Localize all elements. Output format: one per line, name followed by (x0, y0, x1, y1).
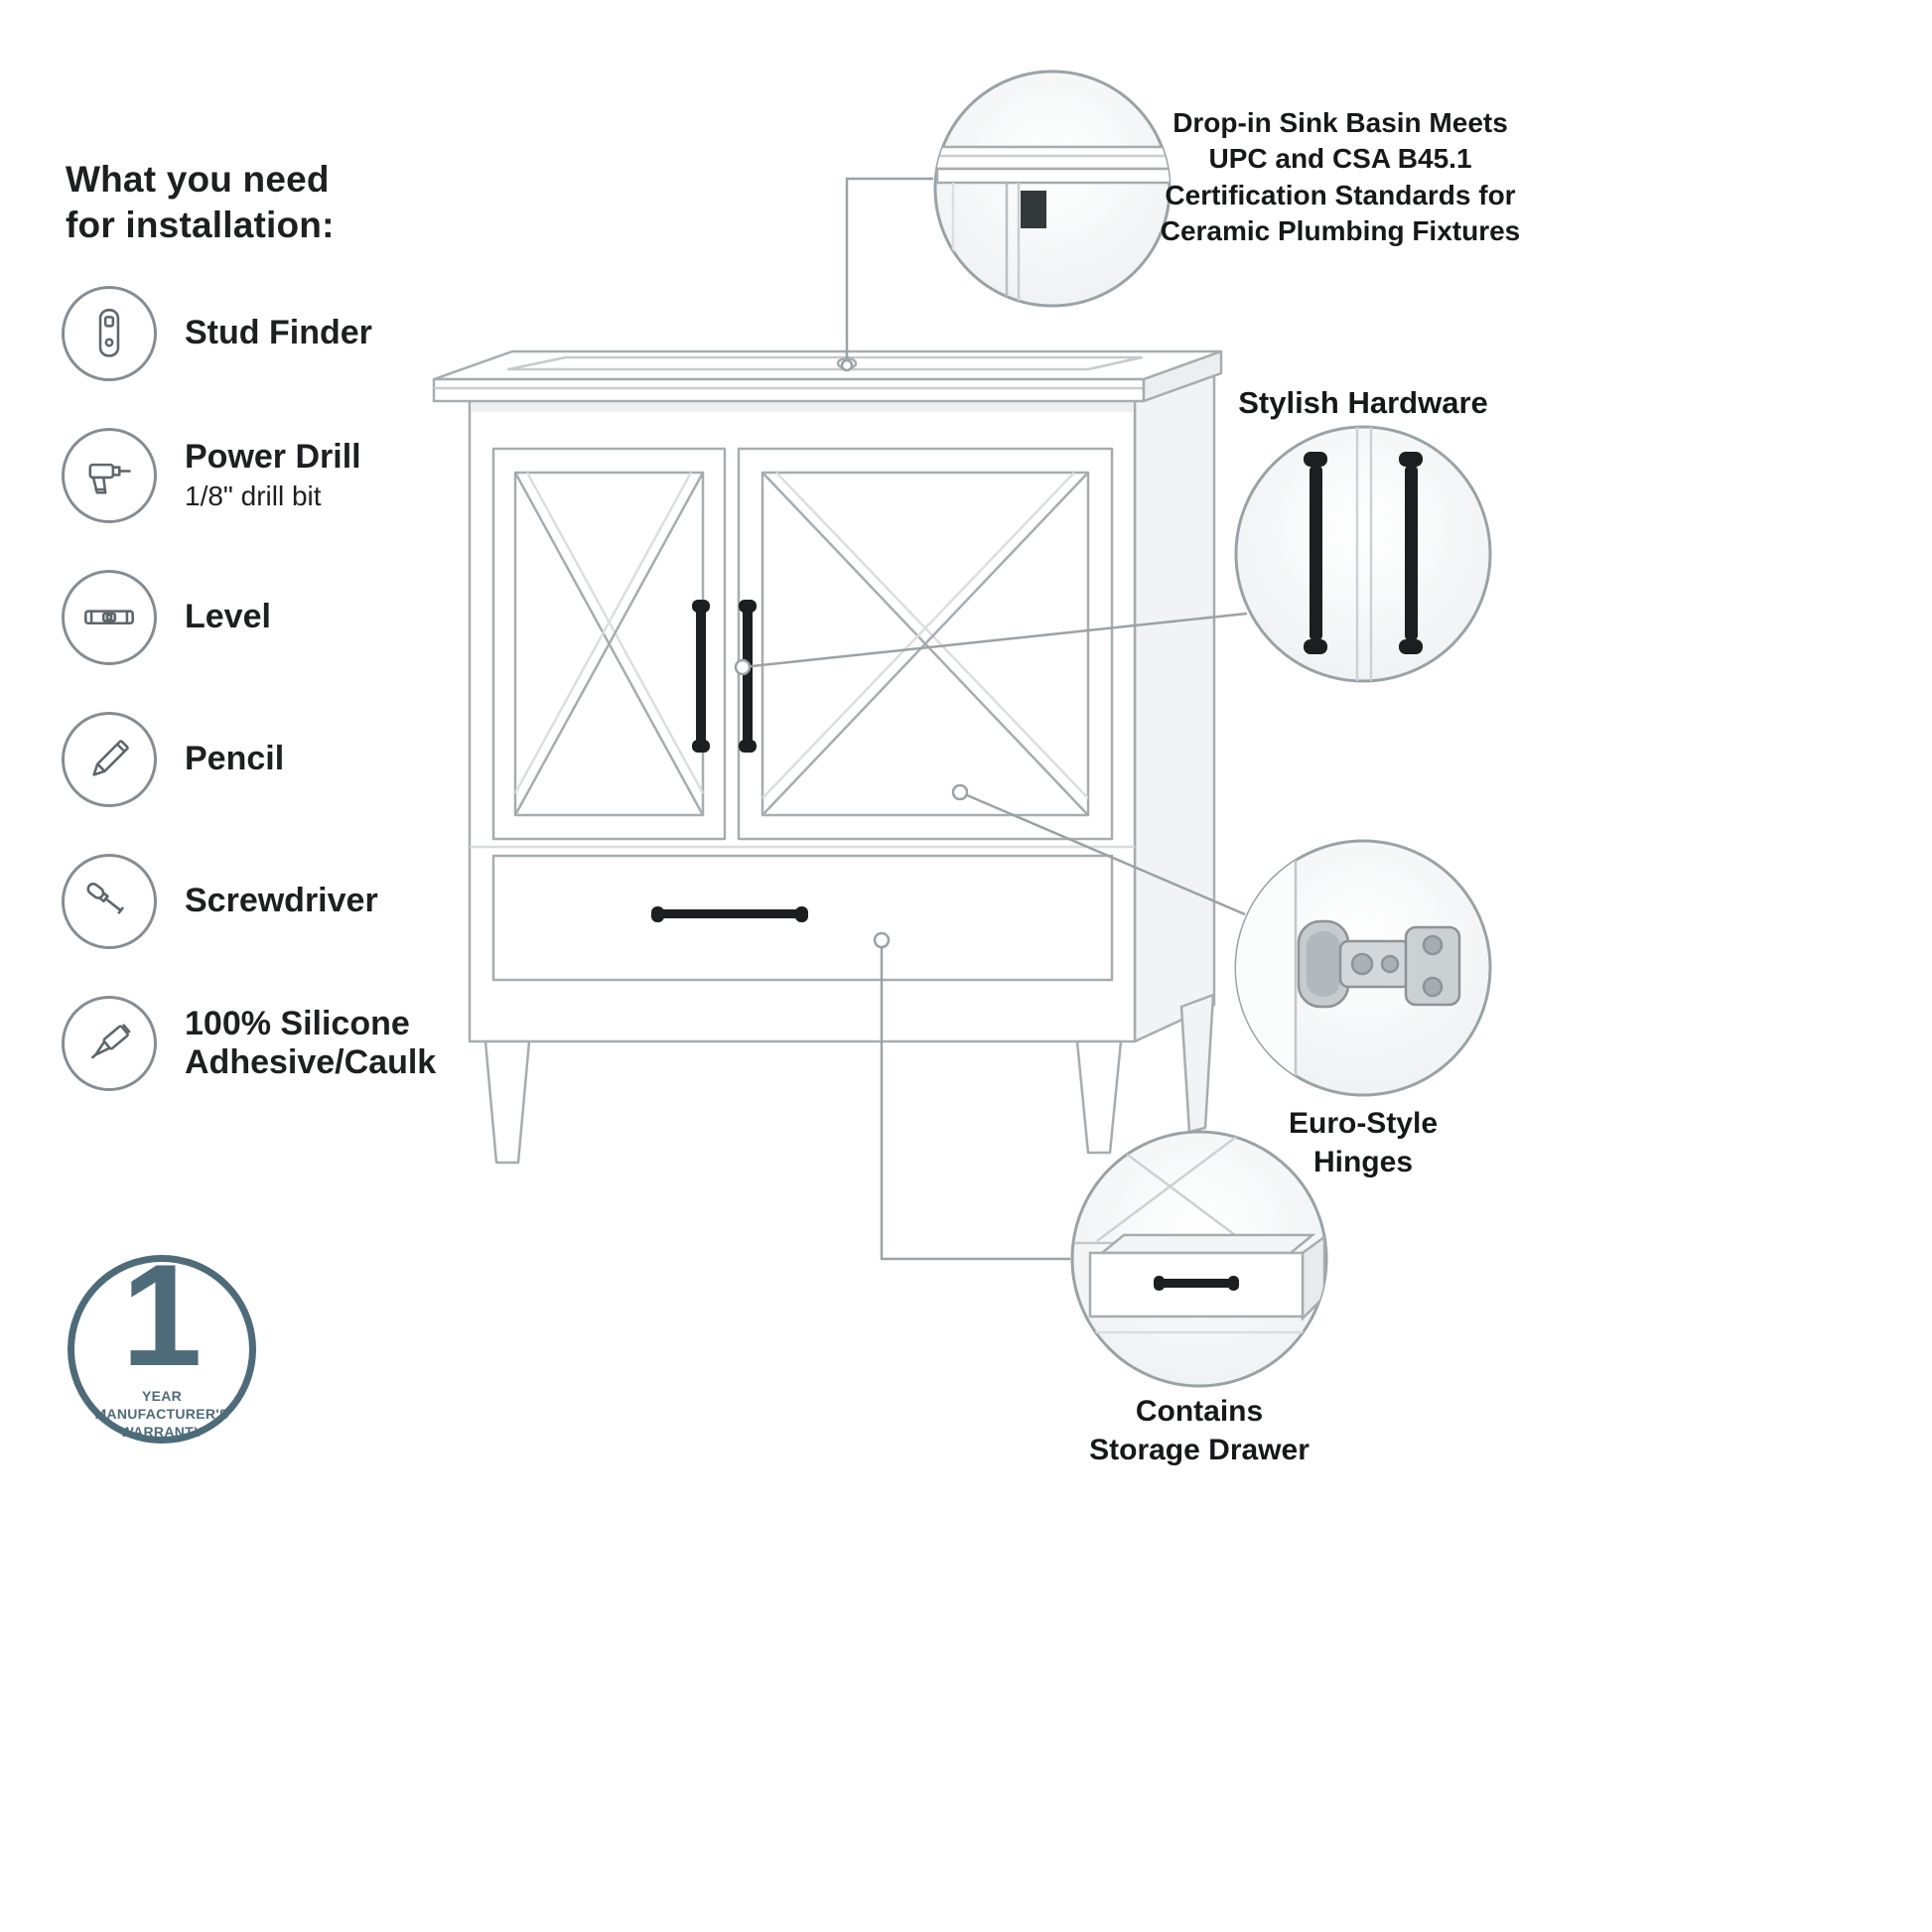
drawer-connector (880, 940, 1070, 1261)
tool-label: Stud Finder (185, 314, 372, 352)
tool-item-caulk: 100% Silicone Adhesive/Caulk (62, 995, 479, 1091)
caulk-tube-icon (62, 995, 157, 1091)
level-icon (62, 569, 157, 665)
sink-detail-art (935, 145, 1170, 306)
warranty-line1: YEAR MANUFACTURER'S (94, 1388, 229, 1423)
cabinet-front-left-leg (483, 1039, 531, 1165)
install-heading: What you need for installation: (66, 159, 335, 245)
drawer-handle (659, 909, 800, 918)
warranty-badge: 1 YEAR MANUFACTURER'S WARRANTY (68, 1234, 256, 1444)
drawer-callout-label: Contains Storage Drawer (1089, 1395, 1310, 1466)
installation-panel: What you need for installation: Stud Fin… (62, 157, 479, 1138)
callout-dots (734, 358, 969, 949)
sink-basin-outline (506, 355, 1144, 371)
door-handles (651, 600, 808, 922)
counter-side-edge (1142, 349, 1223, 403)
tool-label: Level (185, 598, 271, 636)
sink-callout-text: Drop-in Sink Basin Meets UPC and CSA B45… (1160, 107, 1521, 247)
tool-item-power-drill: Power Drill 1/8" drill bit (62, 427, 479, 523)
tool-item-pencil: Pencil (62, 711, 479, 807)
warranty-line2: WARRANTY (120, 1424, 204, 1441)
tool-label: Power Drill (185, 438, 361, 477)
power-drill-icon (62, 427, 157, 523)
tool-sublabel: 1/8" drill bit (185, 481, 322, 512)
vanity-cabinet (432, 349, 1223, 1165)
tool-item-stud-finder: Stud Finder (62, 285, 479, 381)
hardware-detail-art (1304, 427, 1423, 681)
hardware-callout-label: Stylish Hardware (1238, 385, 1488, 420)
tool-item-screwdriver: Screwdriver (62, 853, 479, 949)
counter-front-edge (432, 377, 1146, 403)
hardware-detail-circle (1234, 425, 1492, 683)
tool-label: 100% Silicone Adhesive/Caulk (185, 1004, 437, 1081)
warranty-number: 1 (121, 1234, 203, 1397)
callout-connectors (742, 177, 1248, 1261)
sink-detail-circle (933, 69, 1172, 308)
cabinet-rear-leg (1179, 993, 1215, 1134)
cabinet-side-panel (1133, 371, 1216, 1043)
screwdriver-icon (62, 853, 157, 949)
hinge-connector (959, 790, 1246, 916)
hinges-callout-label: Euro-Style Hinges (1288, 1107, 1439, 1178)
tool-label: Screwdriver (185, 882, 378, 920)
hardware-connector (742, 612, 1248, 669)
sink-connector (845, 177, 933, 363)
cabinet-front-right-leg (1075, 1039, 1123, 1155)
tool-item-level: Level (62, 569, 479, 665)
tool-label: Pencil (185, 740, 285, 778)
pencil-icon (62, 711, 157, 807)
stud-finder-icon (62, 285, 157, 381)
